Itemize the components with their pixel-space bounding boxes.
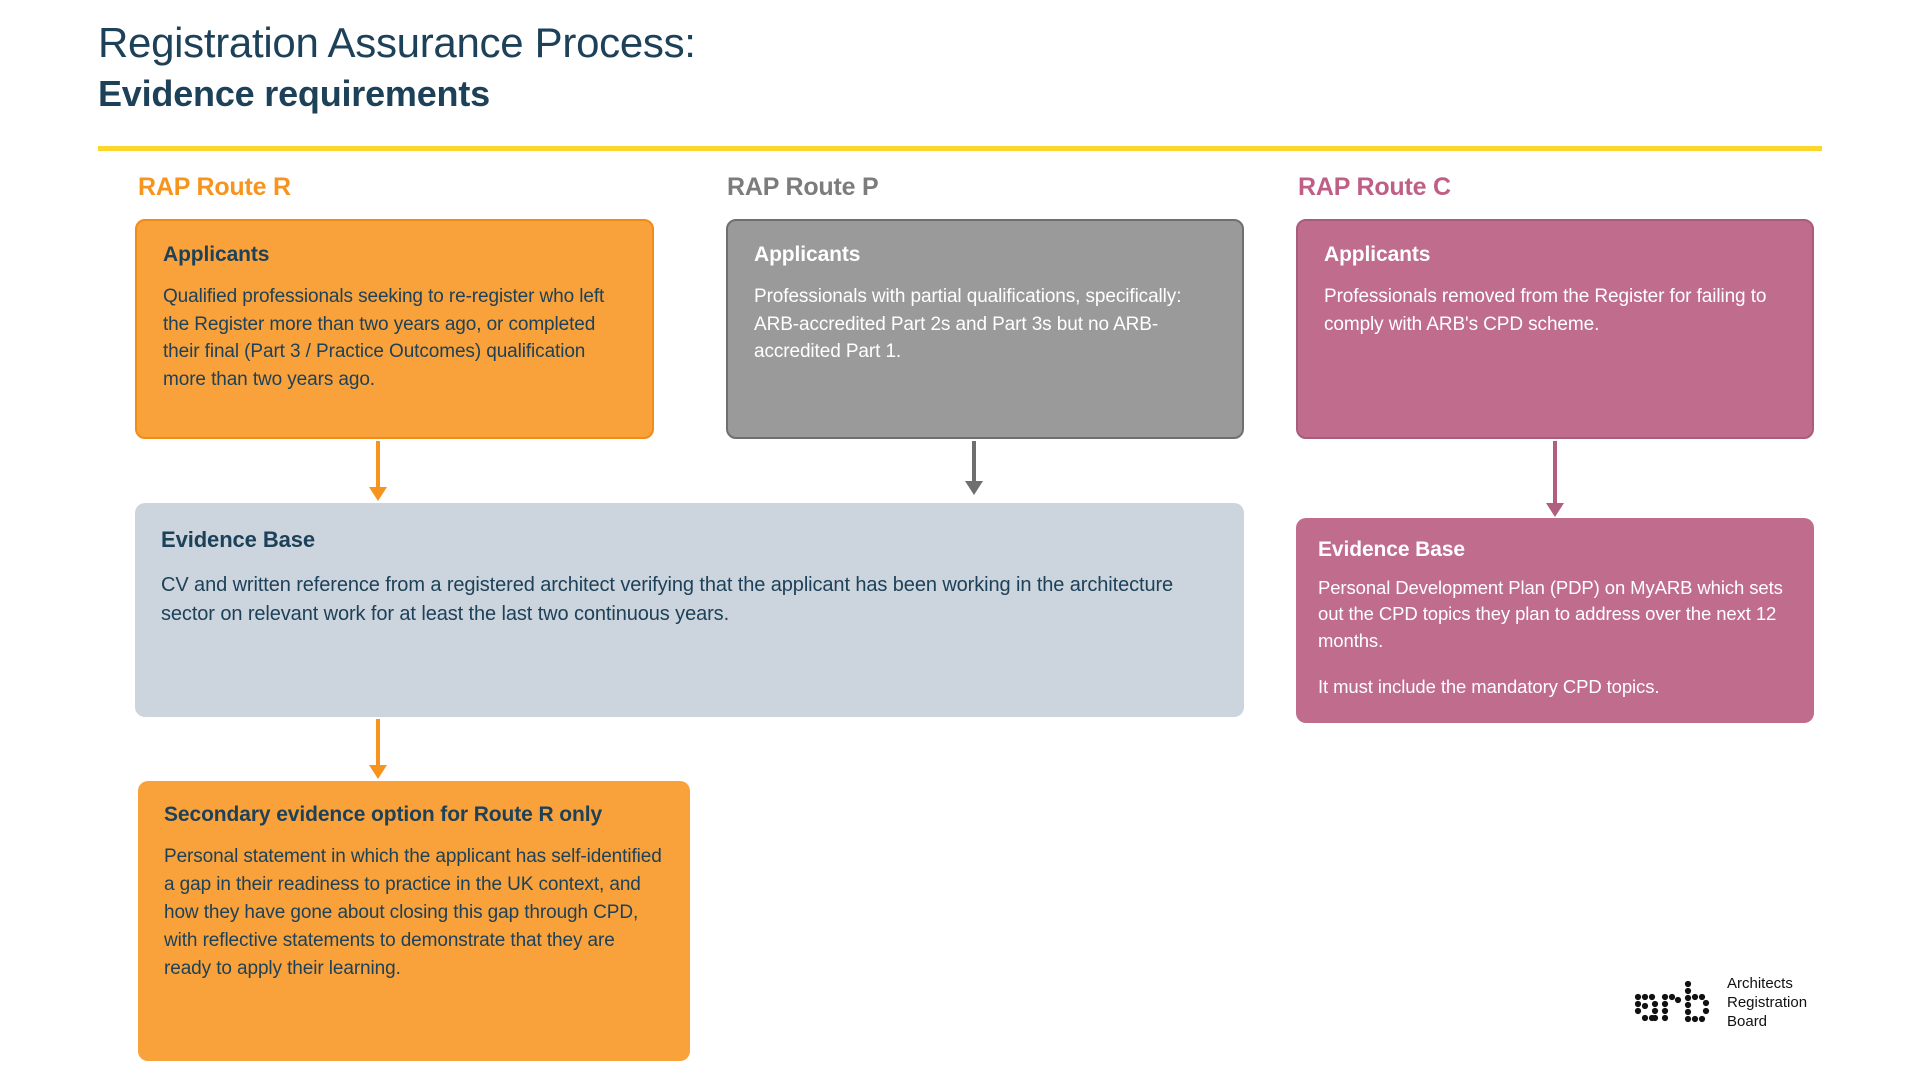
card-heading: Applicants	[163, 243, 270, 266]
card-route-c-evidence-base: Evidence Base Personal Development Plan …	[1296, 518, 1814, 723]
arb-logomark-icon	[1634, 981, 1710, 1023]
arb-logo-line-2: Registration	[1727, 993, 1808, 1011]
arrow-evidence-base-to-secondary	[368, 719, 388, 779]
card-body: Professionals with partial qualification…	[754, 286, 1182, 363]
title-line-secondary: Evidence requirements	[98, 72, 490, 114]
column-heading-route-r: RAP Route R	[138, 173, 291, 201]
card-route-c-applicants: Applicants Professionals removed from th…	[1296, 219, 1814, 439]
arrow-route-r-to-evidence-base	[368, 441, 388, 501]
card-heading: Evidence Base	[161, 527, 316, 552]
card-heading: Evidence Base	[1318, 538, 1465, 561]
arrow-shaft	[376, 719, 380, 767]
title-line-primary: Registration Assurance Process:	[98, 19, 696, 66]
column-heading-route-c: RAP Route C	[1298, 173, 1451, 201]
card-route-p-applicants: Applicants Professionals with partial qu…	[726, 219, 1244, 439]
card-body: CV and written reference from a register…	[161, 574, 1174, 625]
arrow-shaft	[972, 441, 976, 483]
arrow-head	[965, 481, 983, 495]
page-title: Registration Assurance Process: Evidence…	[98, 18, 696, 115]
card-heading: Applicants	[754, 243, 861, 266]
arb-logo-line-3: Board	[1727, 1012, 1768, 1030]
card-body: Personal statement in which the applican…	[164, 846, 662, 979]
card-body: Professionals removed from the Register …	[1324, 286, 1767, 335]
card-evidence-base-shared: Evidence Base CV and written reference f…	[135, 503, 1244, 717]
arb-logo-line-1: Architects	[1727, 975, 1793, 992]
column-heading-route-p: RAP Route P	[727, 173, 879, 201]
header-divider-rule	[98, 146, 1822, 151]
arb-logo-text: Architects Registration Board	[1727, 975, 1807, 1032]
arb-logo: Architects Registration Board	[1632, 975, 1807, 1032]
arrow-head	[369, 765, 387, 779]
card-secondary-evidence-option: Secondary evidence option for Route R on…	[138, 781, 690, 1061]
arrow-route-p-to-evidence-base	[964, 441, 984, 495]
card-body-primary: Personal Development Plan (PDP) on MyARB…	[1318, 577, 1783, 651]
arrow-shaft	[376, 441, 380, 489]
card-heading: Applicants	[1324, 243, 1431, 266]
arrow-shaft	[1553, 441, 1557, 505]
arrow-head	[1546, 503, 1564, 517]
card-body: Qualified professionals seeking to re-re…	[163, 286, 605, 390]
arrow-route-c-to-evidence-base	[1545, 441, 1565, 517]
card-route-r-applicants: Applicants Qualified professionals seeki…	[135, 219, 654, 439]
card-body-secondary: It must include the mandatory CPD topics…	[1318, 675, 1660, 697]
card-heading: Secondary evidence option for Route R on…	[164, 803, 603, 826]
arrow-head	[369, 487, 387, 501]
